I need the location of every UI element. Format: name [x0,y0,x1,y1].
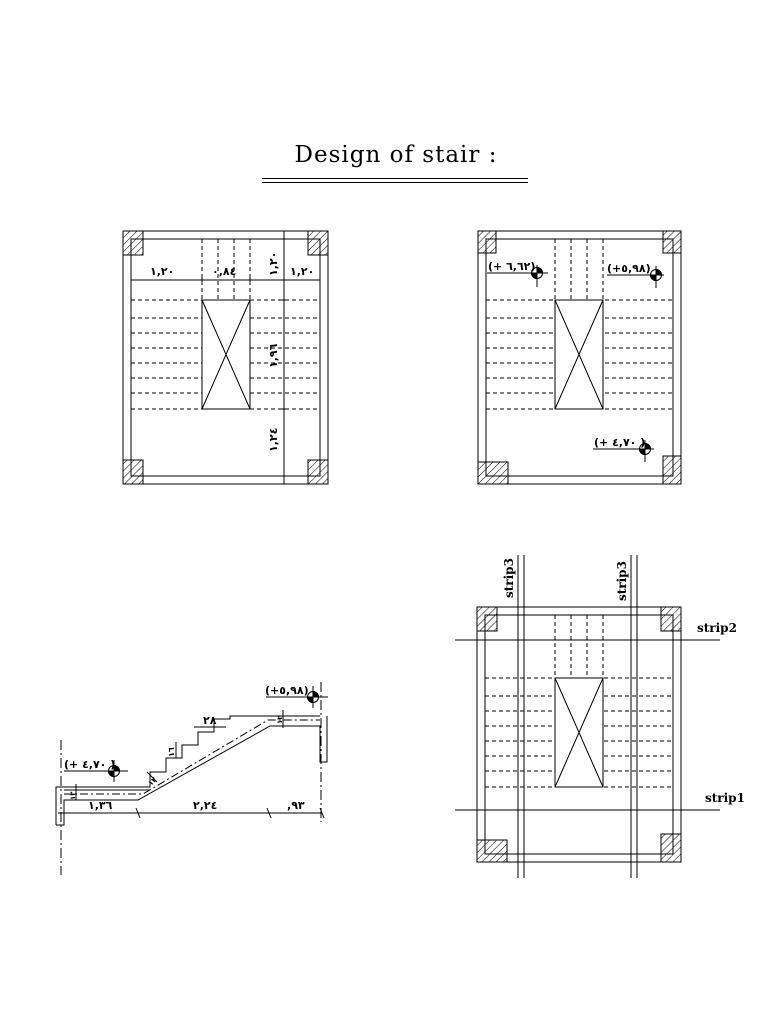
section-soffit [56,716,328,826]
dim-bottom-landing: ١,٢٤ [267,428,280,452]
plan1-column-tr [307,230,329,256]
dim-flight-length: ١,٩٦ [267,343,280,368]
plan3-outer-wall [476,606,682,863]
plan1-outer-wall [122,230,329,485]
plan1-column-tl [122,230,144,256]
section-thickness-top: ١٢ [276,715,284,724]
dim-top-landing: ١,٢٠ [267,252,280,276]
section-landing-bottom: ١,٣٦ [88,799,113,812]
plan3-column-br [660,833,682,863]
section-riser: ١٦ [167,747,176,757]
section-top-surface [55,715,320,790]
level-bottom-right: (+ ٤,٧٠ ) [594,436,645,449]
section-tread: ٢٨ [203,714,217,727]
level-top-left: (+ ٦,٦٢) [488,260,535,273]
plan2-column-tl [477,230,497,254]
plan2-column-tr [662,230,682,254]
strip3-right-label: strip3 [615,561,629,601]
level-symbol-icon [530,266,663,456]
plan3-column-bl [476,839,508,863]
section-slab-axis [64,719,320,795]
plan1-inner-wall [130,238,321,477]
dim-well-width: ٠,٨٤ [212,265,236,278]
strip3-left-label: strip3 [502,558,516,598]
section-flight-horizontal: ٢,٢٤ [193,799,217,812]
section-thickness-bottom: ١٢ [69,791,77,800]
section-landing-top: ,٩٣ [287,799,305,812]
page-title: Design of stair : [294,142,498,168]
plan2-inner-wall [485,238,674,477]
dim-right-landing: ١,٢٠ [290,265,314,278]
title-underline [262,178,528,179]
plan3-inner-wall [484,614,674,855]
stair-section [55,682,328,875]
dim-left-landing: ١,٢٠ [150,265,174,278]
plan2-column-bl [477,461,509,485]
strip2-label: strip2 [697,621,737,635]
title-underline-2 [262,182,528,183]
plan2-outer-wall [477,230,682,485]
section-level-top: (+٥,٩٨) [265,684,309,697]
plan-levels [477,230,682,485]
section-level-bottom: (+ ٤,٧٠ ) [64,758,115,771]
plan-strips [455,555,720,878]
plan3-column-tr [660,606,682,632]
level-top-right: (+٥,٩٨) [607,262,651,275]
section-level-symbol-icon [107,690,320,778]
plan-dimensioned [122,230,329,485]
strip1-label: strip1 [705,791,745,805]
plan1-column-bl [122,459,144,485]
plan1-column-br [307,459,329,485]
plan2-column-br [662,455,682,485]
section-thickness-slope: ١٢ [147,775,159,787]
plan3-column-tl [476,606,498,632]
